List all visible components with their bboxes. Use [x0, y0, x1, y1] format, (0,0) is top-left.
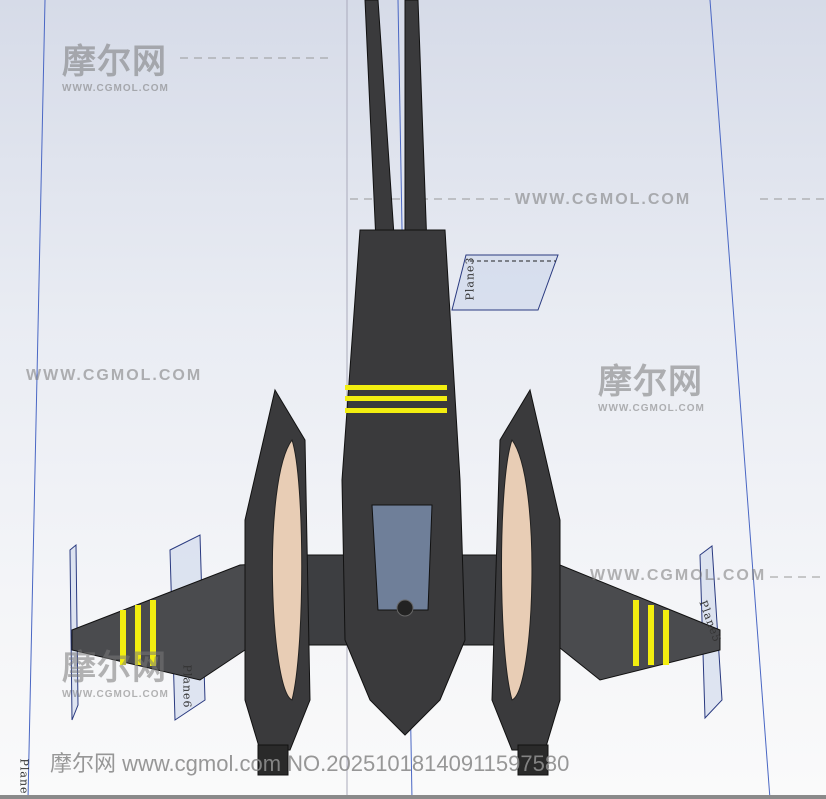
watermark-url: WWW.CGMOL.COM	[26, 367, 203, 384]
watermark-logo: 摩尔网 WWW.CGMOL.COM	[598, 354, 705, 414]
watermark-logo-text: 摩尔网	[598, 363, 703, 401]
watermark-url: WWW.CGMOL.COM	[515, 191, 692, 208]
watermark-logo: 摩尔网 WWW.CGMOL.COM	[62, 640, 169, 700]
spaceship-model	[71, 0, 721, 776]
watermark-logo-sub: WWW.CGMOL.COM	[598, 403, 705, 414]
watermark-logo-sub: WWW.CGMOL.COM	[62, 83, 169, 94]
watermark-logo-text: 摩尔网	[62, 649, 167, 687]
plane-label[interactable]: Plane	[17, 758, 31, 795]
plane3-shape	[451, 254, 559, 311]
viewport-bottom-border	[0, 795, 826, 799]
footer-watermark: 摩尔网 www.cgmol.com NO.2025101814091159758…	[50, 751, 570, 776]
watermark-logo-sub: WWW.CGMOL.COM	[62, 689, 169, 700]
watermark-url: WWW.CGMOL.COM	[590, 567, 767, 584]
watermark-logo-text: 摩尔网	[62, 43, 167, 81]
cockpit	[371, 504, 433, 611]
plane3-label[interactable]: Plane3	[463, 256, 477, 301]
watermark-logo: 摩尔网 WWW.CGMOL.COM	[62, 34, 169, 94]
plane6-label[interactable]: Plane6	[180, 664, 194, 709]
left-engine	[244, 388, 311, 776]
right-engine	[491, 388, 561, 776]
fuselage	[341, 229, 466, 736]
